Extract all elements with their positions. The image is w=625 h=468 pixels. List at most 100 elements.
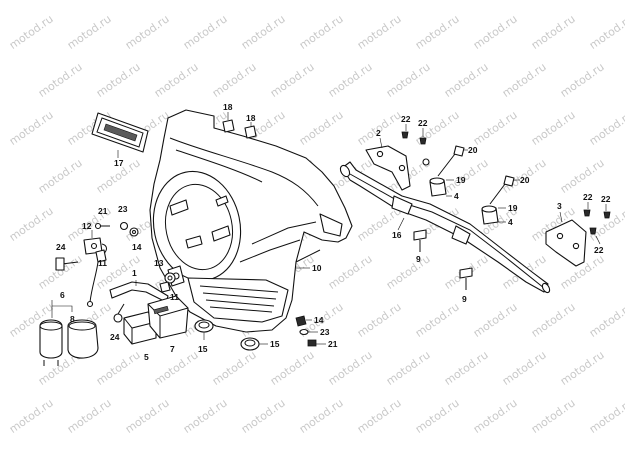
watermark-text: motod.ru <box>384 348 433 388</box>
watermark-text: motod.ru <box>471 12 520 52</box>
nut-14b <box>295 315 307 327</box>
callout-4a: 4 <box>454 191 459 201</box>
watermark-text: motod.ru <box>7 396 56 436</box>
callout-3: 3 <box>557 201 562 211</box>
watermark-text: motod.ru <box>297 108 346 148</box>
watermark-text: motod.ru <box>442 156 491 196</box>
callout-8: 8 <box>70 314 75 324</box>
callout-17: 17 <box>114 158 124 168</box>
callout-7: 7 <box>170 344 175 354</box>
callout-5: 5 <box>144 352 149 362</box>
watermark-text: motod.ru <box>529 396 578 436</box>
watermark-text: motod.ru <box>268 60 317 100</box>
watermark-text: motod.ru <box>558 156 607 196</box>
watermark-text: motod.ru <box>65 396 114 436</box>
callout-24b: 24 <box>110 332 120 342</box>
watermark-text: motod.ru <box>94 348 143 388</box>
callout-12: 12 <box>82 221 92 231</box>
watermark-text: motod.ru <box>384 252 433 292</box>
watermark-text: motod.ru <box>529 12 578 52</box>
grommet-15a <box>194 319 214 333</box>
nut-22-left <box>422 158 430 166</box>
callout-6: 6 <box>60 290 65 300</box>
watermark-text: motod.ru <box>7 12 56 52</box>
callout-23b: 23 <box>320 327 330 337</box>
watermark-text: motod.ru <box>413 300 462 340</box>
horn-cover-8 <box>67 319 99 359</box>
watermark-text: motod.ru <box>471 108 520 148</box>
watermark-text: motod.ru <box>384 60 433 100</box>
watermark-text: motod.ru <box>471 300 520 340</box>
bolt-24b <box>113 303 125 323</box>
callout-labels: 17 18 18 2 22 22 20 19 4 20 19 4 16 9 9 … <box>56 102 611 362</box>
callout-15b: 15 <box>270 339 280 349</box>
horn-wire <box>89 261 99 303</box>
callout-11b: 11 <box>170 292 179 302</box>
watermark-text: motod.ru <box>36 156 85 196</box>
mount-rubber-4b <box>481 205 499 225</box>
watermark-text: motod.ru <box>36 60 85 100</box>
callout-13: 13 <box>154 258 164 268</box>
horn-6 <box>39 319 63 366</box>
watermark-text: motod.ru <box>355 12 404 52</box>
callout-9b: 9 <box>462 294 467 304</box>
callout-22d: 22 <box>601 194 611 204</box>
watermark-text: motod.ru <box>152 60 201 100</box>
screw-22b <box>419 137 427 145</box>
watermark-text: motod.ru <box>587 108 625 148</box>
grommet-15b <box>240 337 260 351</box>
watermark-text: motod.ru <box>413 396 462 436</box>
callout-14a: 14 <box>132 242 142 252</box>
watermark-text: motod.ru <box>123 396 172 436</box>
wire-clip-11a <box>95 243 107 263</box>
watermark-text: motod.ru <box>355 396 404 436</box>
callout-10: 10 <box>312 263 322 273</box>
washer-23a <box>119 221 129 231</box>
callout-15a: 15 <box>198 344 208 354</box>
callout-22b: 22 <box>418 118 428 128</box>
bracket-3 <box>545 219 587 267</box>
callout-20a: 20 <box>468 145 478 155</box>
callout-22e: 22 <box>594 245 604 255</box>
callout-16: 16 <box>392 230 402 240</box>
callout-22c: 22 <box>583 192 593 202</box>
callout-4b: 4 <box>508 217 513 227</box>
clip-18a <box>222 119 235 133</box>
watermark-text: motod.ru <box>587 396 625 436</box>
mount-rubber-4a <box>429 177 447 197</box>
callout-11a: 11 <box>98 258 107 268</box>
watermark-text: motod.ru <box>413 12 462 52</box>
handlebar-16 <box>339 161 551 294</box>
watermark-text: motod.ru <box>181 12 230 52</box>
watermark-text: motod.ru <box>500 348 549 388</box>
watermark-text: motod.ru <box>471 396 520 436</box>
screw-22d <box>603 211 611 219</box>
callout-19a: 19 <box>456 175 466 185</box>
callout-21a: 21 <box>98 206 108 216</box>
watermark-text: motod.ru <box>297 12 346 52</box>
watermark-text: motod.ru <box>587 300 625 340</box>
watermark-text: motod.ru <box>297 396 346 436</box>
watermark-text: motod.ru <box>7 108 56 148</box>
watermark-text: motod.ru <box>268 348 317 388</box>
flasher-7 <box>147 295 189 339</box>
watermark-text: motod.ru <box>500 60 549 100</box>
nut-14a <box>129 227 139 237</box>
callout-24a: 24 <box>56 242 66 252</box>
watermark-text: motod.ru <box>413 108 462 148</box>
watermark-text: motod.ru <box>7 204 56 244</box>
callout-21b: 21 <box>328 339 338 349</box>
watermark-text: motod.ru <box>558 60 607 100</box>
callout-20b: 20 <box>520 175 530 185</box>
watermark-text: motod.ru <box>94 60 143 100</box>
watermark-text: motod.ru <box>529 300 578 340</box>
watermark-text: motod.ru <box>326 348 375 388</box>
watermark-text: motod.ru <box>326 60 375 100</box>
watermark-text: motod.ru <box>210 348 259 388</box>
screw-22e <box>589 227 597 235</box>
watermark-text: motod.ru <box>587 12 625 52</box>
watermark-text: motod.ru <box>442 60 491 100</box>
screw-21b <box>307 339 317 347</box>
bracket-2 <box>365 145 411 191</box>
